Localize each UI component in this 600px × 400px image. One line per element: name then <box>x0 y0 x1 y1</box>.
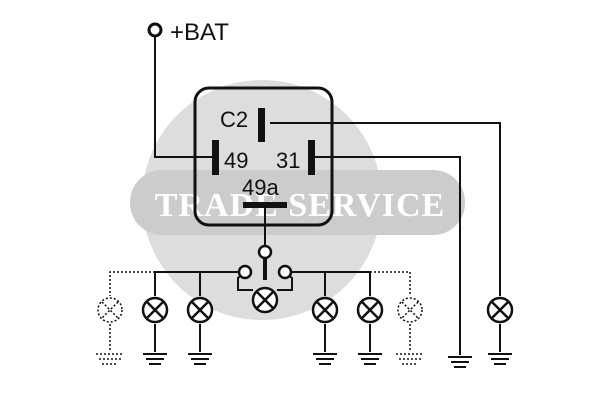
lamp-icon <box>141 296 169 324</box>
terminal-c2-label: C2 <box>220 107 248 132</box>
grounds <box>143 353 512 368</box>
switch-contact-right <box>277 264 293 280</box>
lamp-icon <box>486 296 514 324</box>
optional-wires <box>109 271 411 352</box>
terminal-31-label: 31 <box>276 148 300 173</box>
ground-icon <box>358 353 382 365</box>
wire-bat-to-49 <box>154 36 212 158</box>
lamp-icon <box>311 296 339 324</box>
ground-icon <box>313 353 337 365</box>
terminal-49a-bar <box>243 202 287 208</box>
optional-ground-icon <box>96 353 124 365</box>
wire-optional-right <box>370 271 411 296</box>
optional-lamp-icon <box>397 297 423 323</box>
lamp-icon <box>186 296 214 324</box>
optional-lamp-icon <box>97 297 123 323</box>
terminal-c2-bar <box>258 108 265 142</box>
ground-icon <box>143 353 167 365</box>
lamp-icon <box>356 296 384 324</box>
battery-terminal-icon <box>147 22 163 38</box>
terminal-31-bar <box>308 140 315 175</box>
wire-optional-left <box>109 271 155 296</box>
optional-lamps <box>97 297 423 323</box>
switch-contact-left <box>237 264 253 280</box>
terminal-49a-label: 49a <box>242 175 279 200</box>
optional-ground-icon <box>396 353 424 365</box>
optional-grounds <box>96 353 424 365</box>
watermark-band <box>130 170 465 235</box>
battery-terminal: +BAT <box>147 19 229 46</box>
wire-c2-to-lamp <box>270 122 501 296</box>
relay-body <box>193 86 334 227</box>
terminal-49-bar <box>212 140 219 175</box>
switch-pivot <box>257 244 273 260</box>
terminal-49-label: 49 <box>224 148 248 173</box>
changeover-switch-icon <box>237 244 293 280</box>
watermark: TRADE SERVICE <box>130 80 465 320</box>
wire-31-to-ground <box>315 156 461 355</box>
ground-icon <box>488 353 512 365</box>
battery-label: +BAT <box>170 19 229 46</box>
relay: C2 49 31 49a <box>193 86 334 227</box>
watermark-text: TRADE SERVICE <box>155 187 445 224</box>
ground-icon <box>448 356 472 368</box>
lamp-icon <box>251 286 279 314</box>
ground-icon <box>188 353 212 365</box>
lamps <box>141 286 514 324</box>
